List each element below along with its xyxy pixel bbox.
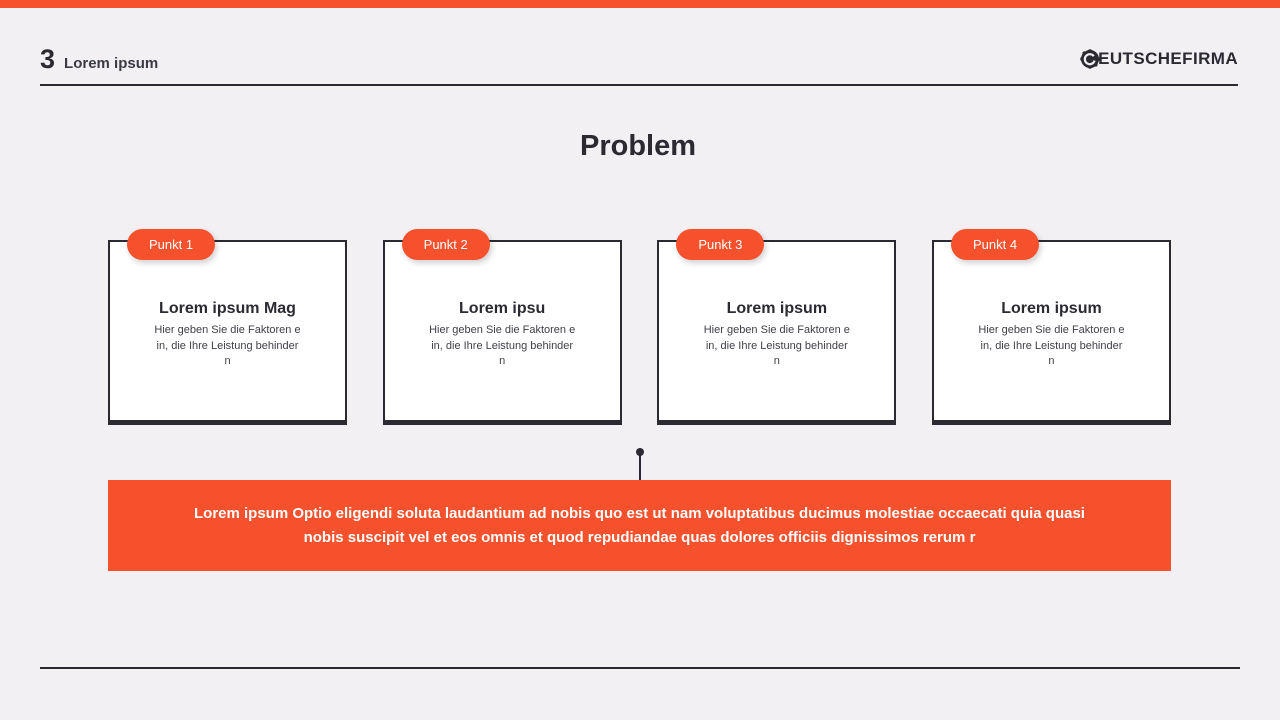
banner-text-line: nobis suscipit vel et eos omnis et quod …	[303, 528, 976, 546]
card-title: Lorem ipsum	[726, 300, 828, 318]
point-card-2: Punkt 2 Lorem ipsu Hier geben Sie die Fa…	[382, 229, 622, 425]
point-badge-2: Punkt 2	[401, 229, 490, 260]
company-logo: EUTSCHEFIRMA	[1079, 48, 1238, 70]
gear-logo-icon	[1079, 48, 1100, 70]
connector-dot	[636, 448, 644, 456]
connector-line	[639, 453, 641, 481]
card-title: Lorem ipsum	[1001, 300, 1102, 318]
point-card-3: Punkt 3 Lorem ipsum Hier geben Sie die F…	[657, 229, 897, 425]
point-badge-1: Punkt 1	[127, 229, 216, 260]
card-title: Lorem ipsum Mag	[159, 300, 296, 318]
card-body: Hier geben Sie die Faktoren e in, die Ih…	[154, 324, 301, 368]
slide-title: Problem	[579, 130, 697, 162]
company-name: EUTSCHEFIRMA	[1098, 49, 1238, 68]
card-body: Hier geben Sie die Faktoren e in, die Ih…	[429, 324, 576, 368]
point-badge-3: Punkt 3	[676, 229, 765, 260]
slide-number: 3	[40, 43, 56, 74]
slide-number-group: 3 Lorem ipsum	[40, 43, 159, 74]
banner-text-line: Lorem ipsum Optio eligendi soluta laudan…	[194, 504, 1085, 522]
points-row: Punkt 1 Lorem ipsum Mag Hier geben Sie d…	[108, 229, 1171, 425]
point-badge-4: Punkt 4	[950, 229, 1040, 260]
summary-banner: Lorem ipsum Optio eligendi soluta laudan…	[108, 480, 1171, 571]
card-body: Hier geben Sie die Faktoren e in, die Ih…	[978, 324, 1125, 368]
point-card-1: Punkt 1 Lorem ipsum Mag Hier geben Sie d…	[108, 229, 347, 425]
top-accent-bar	[0, 0, 1280, 8]
point-card-4: Punkt 4 Lorem ipsum Hier geben Sie die F…	[931, 229, 1171, 425]
card-title: Lorem ipsu	[459, 300, 546, 318]
slide-header: 3 Lorem ipsum EUTSCHEFIRMA	[40, 42, 1238, 76]
header-divider	[40, 84, 1238, 86]
card-body: Hier geben Sie die Faktoren e in, die Ih…	[703, 324, 850, 368]
footer-divider	[40, 667, 1240, 669]
slide-section-label: Lorem ipsum	[64, 54, 159, 72]
